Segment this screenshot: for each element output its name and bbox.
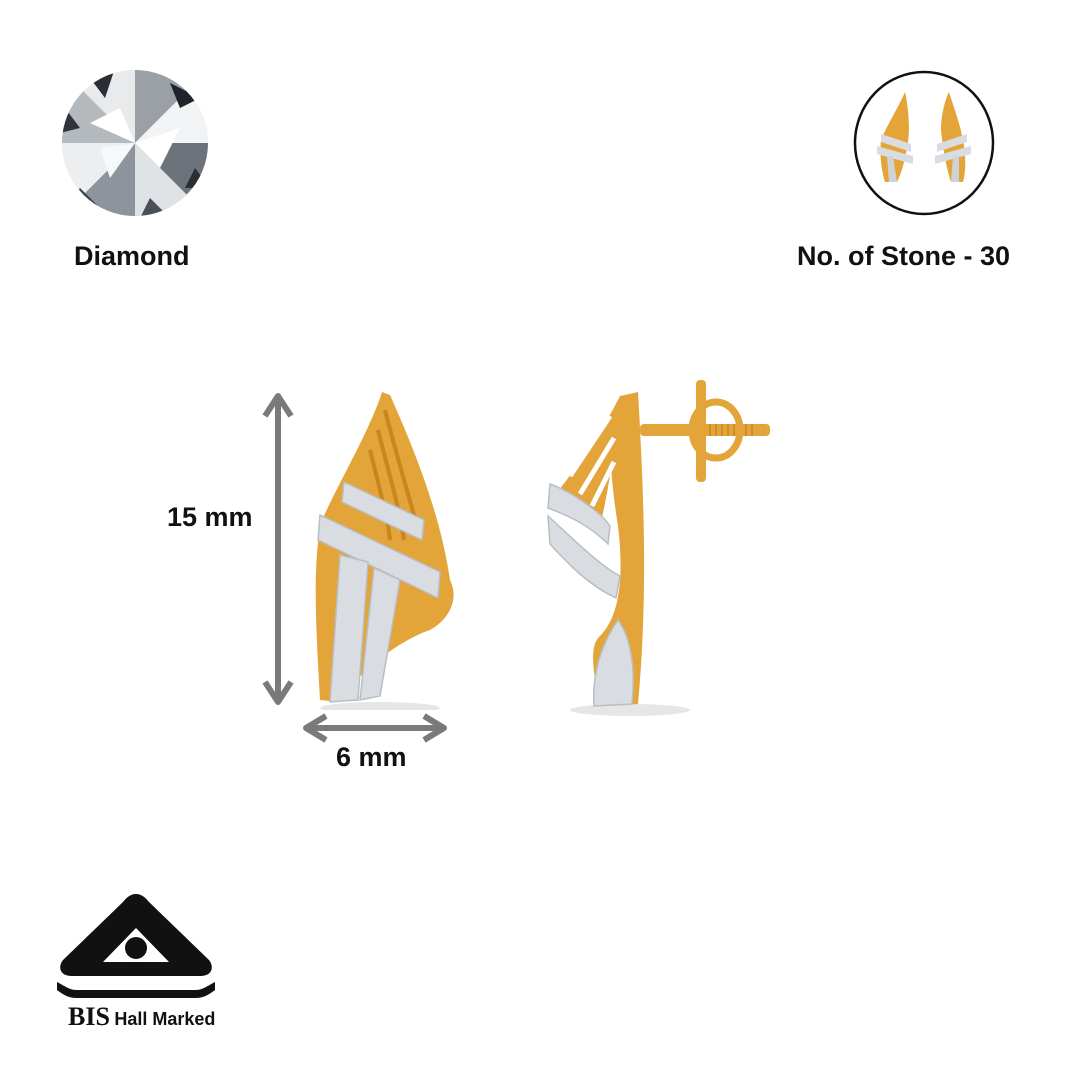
height-arrow (262, 390, 294, 708)
earring-right-thumb (935, 92, 971, 182)
bis-hallmark-label: BIS Hall Marked (68, 1002, 215, 1032)
height-label: 15 mm (167, 502, 253, 532)
earring-front-view (300, 390, 460, 710)
earring-side-view (540, 376, 780, 716)
width-arrow (302, 712, 448, 744)
bis-brand: BIS (68, 1002, 110, 1031)
diamond-icon (60, 68, 210, 218)
bis-logo-icon (55, 890, 217, 1000)
stone-count-label: No. of Stone - 30 (797, 241, 1011, 271)
earring-pair-thumbnail (853, 70, 995, 216)
width-label: 6 mm (336, 742, 407, 772)
earring-left-thumb (877, 92, 913, 182)
stone-type-label: Diamond (74, 241, 190, 271)
hallmark-text: Hall Marked (114, 1009, 216, 1029)
